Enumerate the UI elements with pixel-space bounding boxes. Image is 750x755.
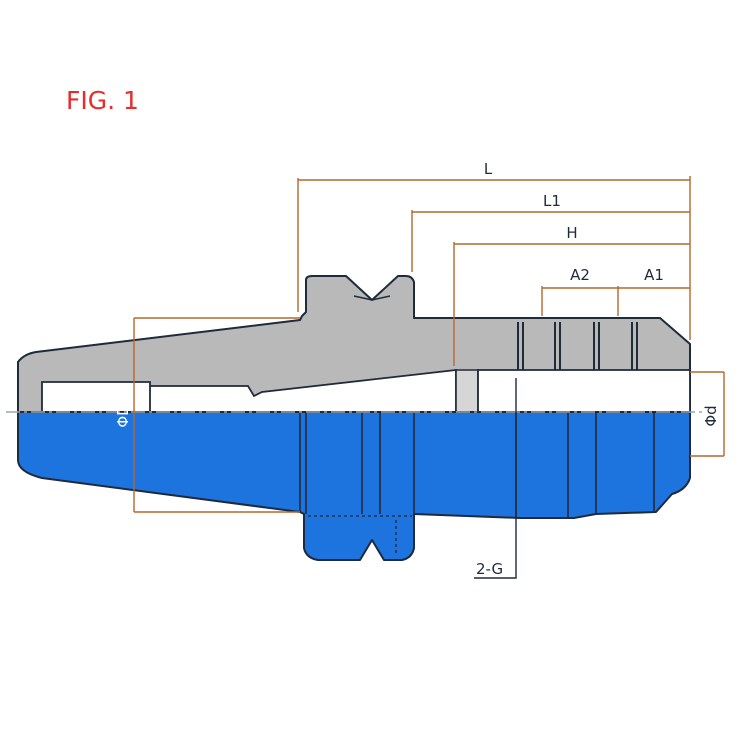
dim-L1: L1 <box>543 192 561 210</box>
front-bore <box>477 369 691 413</box>
collet-bore <box>455 369 479 413</box>
dim-G: 2-G <box>476 560 503 578</box>
upper-half-section <box>17 275 691 413</box>
flange-dash <box>308 515 412 556</box>
dim-L: L <box>484 160 493 178</box>
g-leader <box>474 378 517 579</box>
dim-A1: A1 <box>644 266 664 284</box>
dimension-lines <box>133 176 725 513</box>
dim-D: ΦD <box>114 404 132 427</box>
dim-H: H <box>566 224 577 242</box>
lower-half-exterior <box>17 411 691 561</box>
body-segment-lines <box>299 412 655 518</box>
thread-marks <box>517 322 638 370</box>
flange-groove <box>353 295 391 301</box>
blue-body <box>17 411 691 561</box>
dim-d: Φd <box>702 405 720 426</box>
figure-title: FIG. 1 <box>66 86 139 115</box>
dim-A2: A2 <box>570 266 590 284</box>
